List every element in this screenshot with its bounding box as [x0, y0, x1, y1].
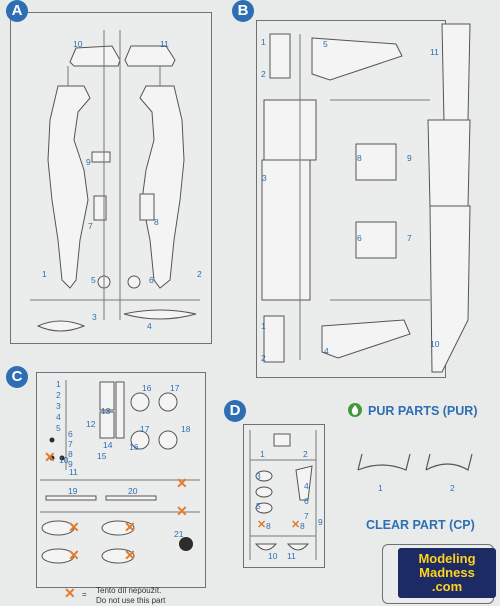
- part-number: 3: [92, 312, 97, 322]
- part-number: 11: [160, 39, 169, 49]
- unused-part-mark: ✕: [124, 547, 136, 563]
- part-number: 10: [268, 551, 278, 561]
- unused-part-mark: ✕: [257, 519, 267, 531]
- part-number: 8: [68, 449, 73, 459]
- part-number: 6: [149, 275, 154, 285]
- legend-equals: =: [82, 590, 87, 599]
- part-number: 11: [430, 47, 439, 57]
- part-number: 8: [154, 217, 159, 227]
- part-number: 8: [300, 521, 305, 531]
- part-number: 5: [91, 275, 96, 285]
- pur-parts-heading: PUR PARTS (PUR): [368, 404, 478, 418]
- part-number: 2: [261, 69, 266, 79]
- part-number: 1: [42, 269, 47, 279]
- unused-part-mark: ✕: [291, 519, 301, 531]
- part-number: 11: [69, 467, 78, 477]
- logo-line-3: .com: [431, 579, 463, 594]
- part-number: 1: [261, 321, 266, 331]
- legend-text-czech: Tento díl nepoužít.: [96, 586, 162, 595]
- part-number: 8: [357, 153, 362, 163]
- part-number: 1: [261, 37, 266, 47]
- part-number: 15: [97, 451, 107, 461]
- part-number: 4: [147, 321, 152, 331]
- part-number: 13: [101, 406, 111, 416]
- part-number: 2: [197, 269, 202, 279]
- part-number: 7: [304, 511, 309, 521]
- sprue-b-badge: B: [232, 0, 254, 22]
- part-number: 9: [318, 517, 323, 527]
- unused-part-mark: ✕: [68, 519, 80, 535]
- part-number: 5: [56, 423, 61, 433]
- part-number: 17: [170, 383, 180, 393]
- part-number: 6: [68, 429, 73, 439]
- part-number: 4: [56, 412, 61, 422]
- unused-part-mark: ✕: [176, 475, 188, 491]
- unused-part-mark: ✕: [44, 449, 56, 465]
- part-number: 6: [304, 496, 309, 506]
- part-number: 21: [174, 529, 184, 539]
- part-number: 9: [407, 153, 412, 163]
- part-number: 3: [256, 471, 261, 481]
- unused-part-mark: ✕: [68, 547, 80, 563]
- logo-line-1: Modeling: [418, 551, 476, 566]
- part-number: 19: [68, 486, 78, 496]
- part-number: 5: [323, 39, 328, 49]
- part-number: 10: [59, 455, 69, 465]
- unused-part-mark: ✕: [176, 503, 188, 519]
- part-number: 7: [88, 221, 93, 231]
- part-number: 20: [128, 486, 138, 496]
- part-number: 1: [260, 449, 265, 459]
- part-number: 2: [303, 449, 308, 459]
- part-number: 9: [68, 459, 73, 469]
- part-number: 16: [129, 442, 139, 452]
- part-number: 5: [256, 501, 261, 511]
- part-number: 7: [407, 233, 412, 243]
- part-number: 4: [304, 481, 309, 491]
- sprue-d-frame: [243, 424, 325, 568]
- sprue-a-badge: A: [6, 0, 28, 22]
- part-number: 1: [56, 379, 61, 389]
- part-number: 12: [86, 419, 96, 429]
- logo-line-2: Madness: [419, 565, 475, 580]
- part-number: 2: [261, 353, 266, 363]
- part-number: 17: [140, 424, 150, 434]
- part-number: 11: [287, 551, 296, 561]
- sprue-d-badge: D: [224, 400, 246, 422]
- part-number: 9: [86, 157, 91, 167]
- part-number: 8: [266, 521, 271, 531]
- clear-part-heading: CLEAR PART (CP): [366, 518, 475, 532]
- pur-part-number: 1: [378, 483, 383, 493]
- part-number: 7: [68, 439, 73, 449]
- unused-part-mark: ✕: [124, 519, 136, 535]
- part-number: 18: [181, 424, 191, 434]
- resin-drop-icon: [348, 403, 362, 417]
- part-number: 16: [142, 383, 152, 393]
- sprue-c-badge: C: [6, 366, 28, 388]
- part-number: 2: [56, 390, 61, 400]
- part-number: 3: [262, 173, 267, 183]
- unused-legend-mark: ✕: [64, 585, 76, 601]
- part-number: 14: [103, 440, 113, 450]
- legend-text-english: Do not use this part: [96, 596, 166, 605]
- pur-part-number: 2: [450, 483, 455, 493]
- part-number: 3: [56, 401, 61, 411]
- modeling-madness-logo: Modeling Madness .com: [398, 548, 496, 598]
- part-number: 4: [324, 346, 329, 356]
- part-number: 10: [430, 339, 440, 349]
- part-number: 10: [73, 39, 83, 49]
- part-number: 6: [357, 233, 362, 243]
